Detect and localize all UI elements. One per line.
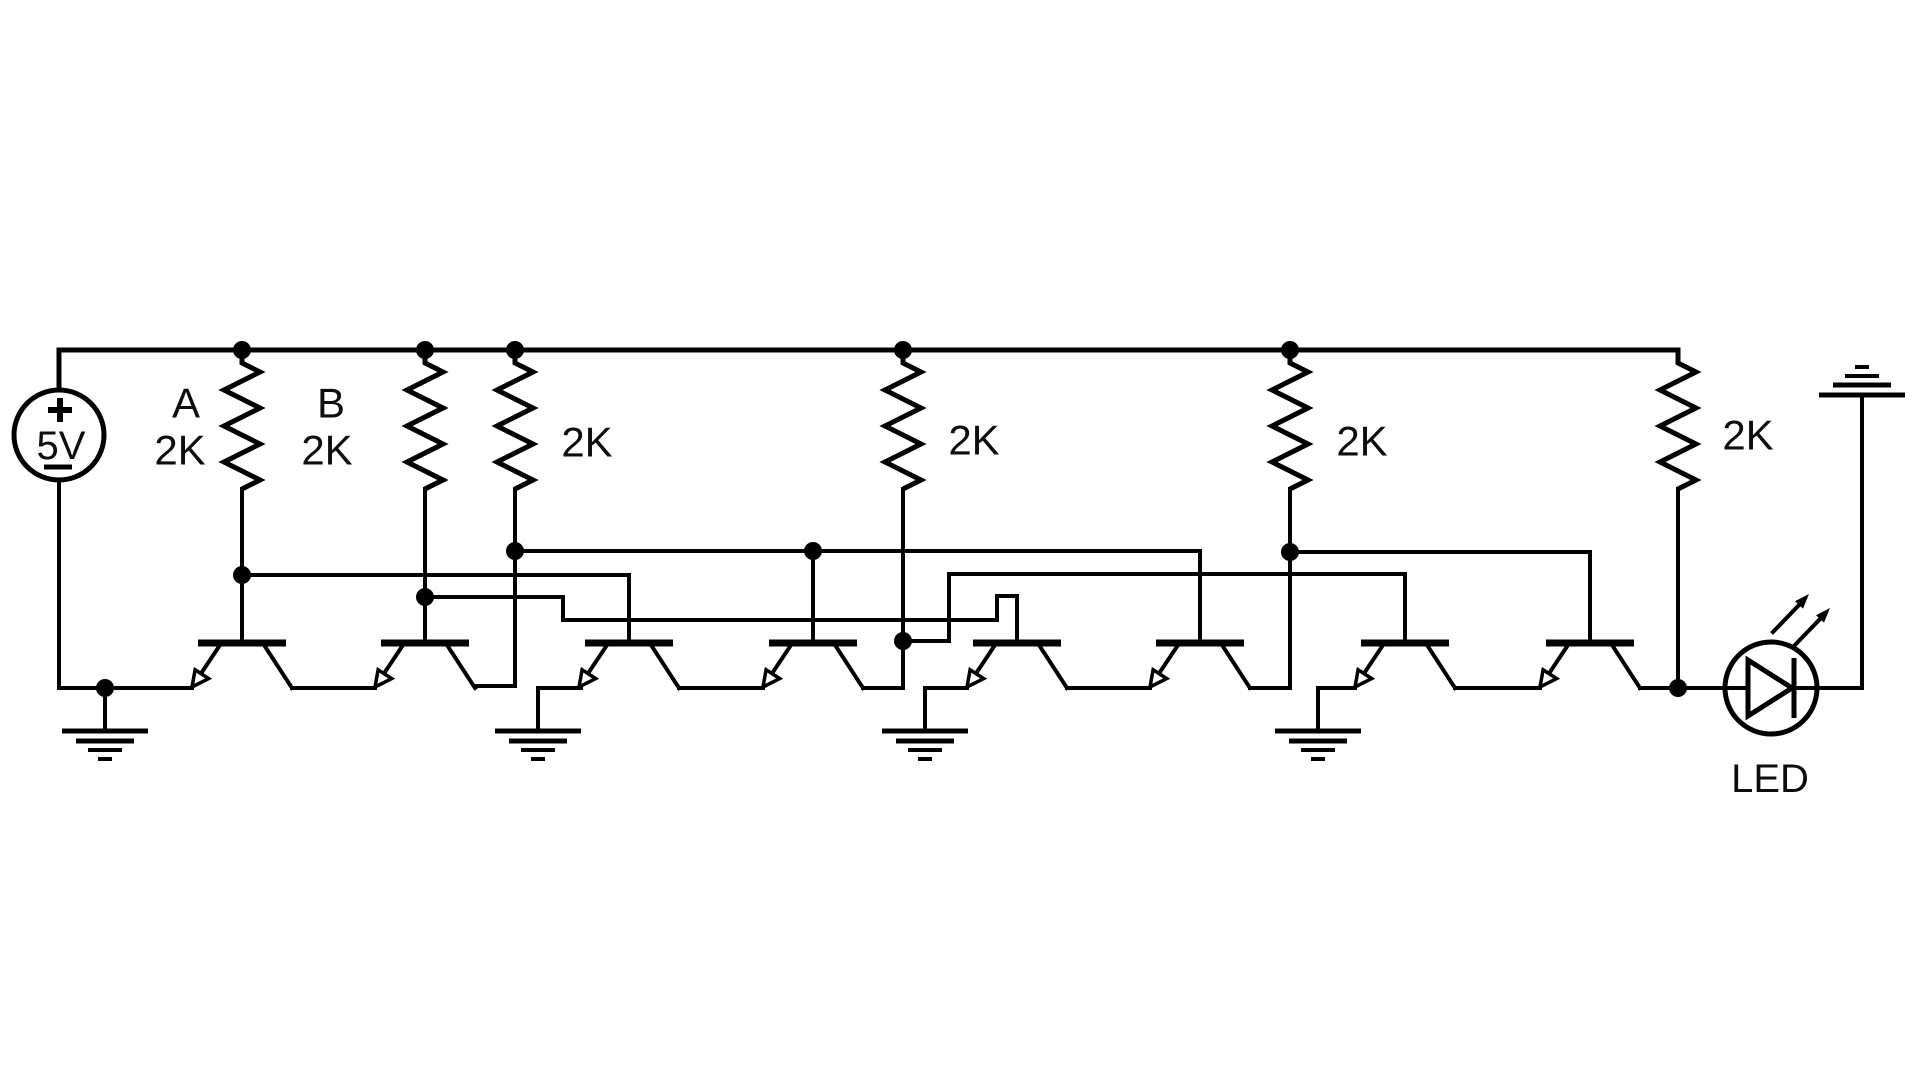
junction-dots	[96, 341, 1687, 697]
ground-symbol-1	[62, 731, 148, 759]
bottom-wires	[57, 684, 1750, 733]
transistor-t2	[375, 643, 475, 688]
transistor-t3	[579, 643, 679, 688]
resistor-rb: B 2K	[301, 350, 443, 645]
node-a-wire	[240, 573, 631, 645]
transistor-t1	[192, 643, 292, 688]
transistor-t6	[1150, 643, 1250, 688]
resistor-rb-value-label: 2K	[301, 427, 352, 474]
gate3-output-wire	[1288, 550, 1592, 645]
gate1-output-wire	[513, 549, 1202, 645]
power-rail	[56, 347, 1681, 393]
resistor-r3: 2K	[497, 350, 613, 688]
transistor-t7	[1355, 643, 1455, 688]
resistor-ra-name-label: A	[172, 380, 200, 427]
led-anode-triangle	[1745, 655, 1797, 721]
resistor-r4: 2K	[885, 350, 1000, 690]
voltage-source-5v: 5V	[11, 387, 107, 690]
gate2-output-wire	[901, 572, 1407, 645]
resistor-ra: A 2K	[154, 350, 260, 645]
ground-symbol-top-right	[1819, 367, 1905, 395]
resistor-r3-value-label: 2K	[561, 419, 612, 466]
transistor-t4	[763, 643, 863, 688]
resistor-r4-value-label: 2K	[948, 417, 999, 464]
resistor-ra-value-label: 2K	[154, 427, 205, 474]
resistor-r5-value-label: 2K	[1336, 418, 1387, 465]
resistor-rb-name-label: B	[317, 380, 345, 427]
node-b-wire	[423, 594, 1019, 645]
voltage-source-label: 5V	[37, 424, 86, 468]
resistor-r6-value-label: 2K	[1722, 412, 1773, 459]
led-label: LED	[1731, 757, 1809, 801]
ground-symbol-2	[495, 731, 581, 759]
transistor-t8	[1540, 643, 1640, 688]
ground-symbol-4	[1275, 731, 1361, 759]
transistor-t5	[967, 643, 1067, 688]
ground-symbol-3	[882, 731, 968, 759]
led: LED	[1722, 594, 1864, 801]
resistor-r6: 2K	[1660, 350, 1774, 690]
led-light-arrows	[1770, 594, 1830, 649]
resistor-r5: 2K	[1272, 350, 1388, 690]
